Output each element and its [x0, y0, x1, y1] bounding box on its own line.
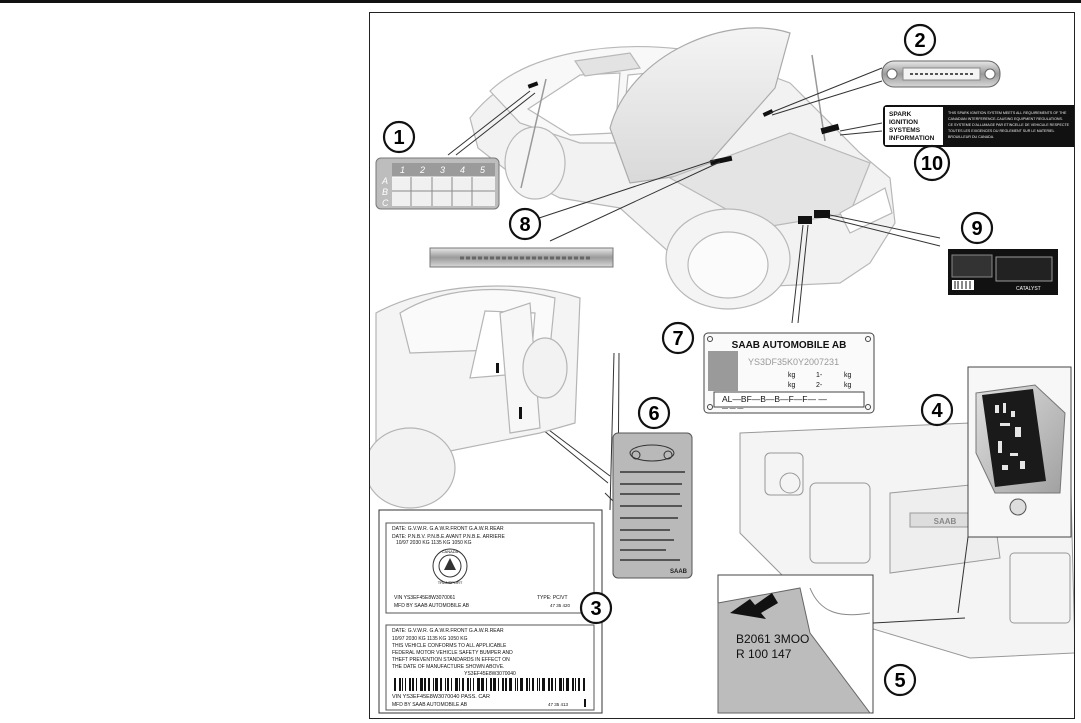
- plate-code-2: — — —: [722, 406, 743, 412]
- label-location-diagram: 1 2 3 4 5 A B C SPARK IGNITION SYSTEMS I…: [370, 23, 1074, 714]
- callout-5-number: 5: [894, 670, 905, 692]
- cert-b-line3: THIS VEHICLE CONFORMS TO ALL APPLICABLE: [392, 643, 507, 649]
- callout-6: 6: [637, 396, 671, 430]
- car-illustration-side: [370, 285, 581, 509]
- callout-10-number: 10: [921, 153, 943, 175]
- callout-6-number: 6: [648, 403, 659, 425]
- cert-b-line2: 10/97 2030 KG 1135 KG 1050 KG: [392, 636, 468, 642]
- spark-text-3: CE SYSTEME D'ALLUMAGE PAR ETINCELLE DE V…: [948, 123, 1070, 127]
- callout-3: 3: [579, 591, 613, 625]
- callout-4: 4: [920, 393, 954, 427]
- spark-line-3: SYSTEMS: [889, 127, 921, 134]
- cert-a-line3: 10/97 2030 KG 1135 KG 1050 KG: [396, 540, 472, 546]
- callout-9: 9: [960, 211, 994, 245]
- grid-col-1: 1: [400, 165, 405, 175]
- spark-line-1: SPARK: [889, 111, 912, 118]
- spark-line-2: IGNITION: [889, 119, 918, 126]
- label-5-engine-number-inset: B2061 3MOO R 100 147: [717, 574, 874, 714]
- grid-col-4: 4: [460, 165, 465, 175]
- spark-text-5: BROUILLEUR DU CANADA.: [948, 135, 994, 139]
- cert-b-line5: THEFT PREVENTION STANDARDS IN EFFECT ON: [392, 657, 510, 663]
- spark-text-4: TOUTES LES EXIGENCES DU REGLEMENT SUR LE…: [948, 129, 1054, 133]
- car-illustration-front: [469, 27, 896, 310]
- callout-8: 8: [508, 207, 542, 241]
- grid-row-b: B: [382, 187, 388, 197]
- cert-b-line7: YS3EF45E8W3070040: [464, 671, 516, 677]
- plate-kg-1: kg: [788, 372, 796, 379]
- grid-col-5: 5: [480, 165, 486, 175]
- cert-a-mfd: MFD BY SAAB AUTOMOBILE AB: [394, 603, 470, 609]
- tire-label-badge: SAAB: [670, 569, 688, 575]
- cert-a-line2: DATE: P.N.B.V. P.N.B.E.AVANT P.N.B.E. AR…: [392, 534, 505, 540]
- cert-a-vin: VIN YS3EF45E8W3070061: [394, 595, 456, 601]
- label-3-certification: DATE: G.V.W.R. G.A.W.R.FRONT G.A.W.R.REA…: [378, 509, 603, 714]
- callout-1-number: 1: [393, 127, 404, 149]
- label-10-spark-ignition: SPARK IGNITION SYSTEMS INFORMATION THIS …: [883, 105, 1074, 147]
- cert-b-line1: DATE: G.V.W.R. G.A.W.R.FRONT G.A.W.R.REA…: [392, 628, 504, 634]
- callout-9-number: 9: [971, 218, 982, 240]
- grid-row-c: C: [382, 198, 389, 208]
- cert-b-part: 47 35 413: [548, 702, 569, 707]
- label-1-paint-code-grid: 1 2 3 4 5 A B C: [375, 157, 500, 210]
- cert-a-type: TYPE: PC/VT: [537, 595, 568, 601]
- grid-row-a: A: [381, 176, 388, 186]
- plate-code: AL—BF—B—B—F—F— —: [722, 394, 827, 404]
- cert-a-line1: DATE: G.V.W.R. G.A.W.R.FRONT G.A.W.R.REA…: [392, 526, 504, 532]
- cert-a-part: 47 35 420: [550, 603, 571, 608]
- label-4-strut-inset: [967, 366, 1072, 538]
- callout-8-number: 8: [519, 214, 530, 236]
- cert-b-vin: VIN YS3EF45E8W3070040 PASS. CAR: [392, 694, 490, 700]
- plate-kg-3: kg: [788, 382, 796, 389]
- label-9-emission-label: CATALYST: [948, 249, 1058, 295]
- cert-b-mfd: MFD BY SAAB AUTOMOBILE AB: [392, 702, 468, 708]
- callout-7: 7: [661, 321, 695, 355]
- spark-text-2: CANADIAN INTERFERENCE-CAUSING EQUIPMENT …: [948, 117, 1063, 121]
- diagram-frame: 1 2 3 4 5 A B C SPARK IGNITION SYSTEMS I…: [369, 12, 1075, 719]
- engine-number-line1: B2061 3MOO: [736, 632, 809, 646]
- label-7-manufacturer-plate: SAAB AUTOMOBILE AB YS3DF35K0Y2007231 kg …: [703, 332, 875, 414]
- seal-bottom-text: TRANSPORT: [438, 580, 463, 585]
- catalyst-text: CATALYST: [1016, 286, 1041, 292]
- engine-number-line2: R 100 147: [736, 647, 792, 661]
- spark-text-1: THIS SPARK IGNITION SYSTEM MEETS ALL REQ…: [948, 111, 1067, 115]
- callout-1: 1: [382, 120, 416, 154]
- spark-line-4: INFORMATION: [889, 135, 935, 142]
- callout-2-number: 2: [914, 30, 925, 52]
- cert-b-line6: THE DATE OF MANUFACTURE SHOWN ABOVE.: [392, 664, 504, 670]
- grid-col-2: 2: [419, 165, 425, 175]
- cert-b-line4: FEDERAL MOTOR VEHICLE SAFETY BUMPER AND: [392, 650, 513, 656]
- top-rule: [0, 0, 1081, 3]
- cert-barcode: [394, 678, 585, 691]
- callout-3-number: 3: [590, 598, 601, 620]
- label-6-tire-pressure: SAAB: [612, 432, 693, 579]
- callout-7-number: 7: [672, 328, 683, 350]
- label-markers-top: [527, 81, 840, 224]
- callout-2: 2: [903, 23, 937, 57]
- grid-col-3: 3: [440, 165, 445, 175]
- label-2-chassis-plate: [881, 60, 1001, 88]
- label-8-vin-windscreen: [429, 247, 614, 268]
- callout-10: 10: [913, 144, 951, 182]
- plate-axle-1: 1-: [816, 372, 823, 379]
- plate-kg-2: kg: [844, 372, 852, 379]
- engine-cover-badge: SAAB: [934, 517, 957, 526]
- seal-top-text: CANADA: [442, 549, 459, 554]
- plate-vin: YS3DF35K0Y2007231: [748, 357, 839, 367]
- callout-5: 5: [883, 663, 917, 697]
- plate-axle-2: 2-: [816, 382, 823, 389]
- plate-kg-4: kg: [844, 382, 852, 389]
- callout-4-number: 4: [931, 400, 943, 422]
- plate-title: SAAB AUTOMOBILE AB: [732, 340, 847, 351]
